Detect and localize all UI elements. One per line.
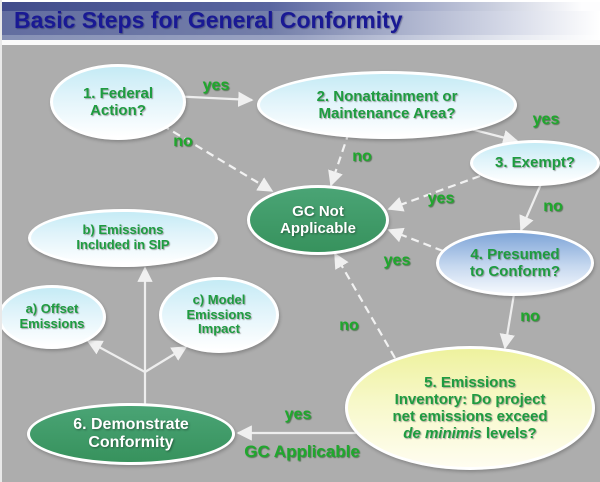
- node-offset-line1: a) Offset: [25, 301, 79, 317]
- node-model-line3: Impact: [198, 321, 240, 337]
- edge-3-to-4: [519, 183, 543, 232]
- node-emissions-inventory-levels: levels?: [481, 425, 537, 443]
- node-offset-line2: Emissions: [19, 316, 85, 331]
- node-offset-emissions: a) Offset Emissions: [0, 285, 106, 349]
- node-gc-not-applicable: GC Not Applicable: [247, 185, 389, 255]
- node-gc-not-applicable-line1: GC Not: [292, 202, 344, 220]
- node-presumed-line1: 4. Presumed: [470, 245, 560, 263]
- node-emissions-inventory-line2: Inventory: Do project: [394, 390, 546, 408]
- edge-4-to-gc: [387, 227, 444, 253]
- node-model-line2: Emissions: [186, 306, 252, 322]
- node-sip-line1: b) Emissions: [82, 222, 164, 238]
- slide-left-border: [0, 0, 2, 482]
- label-gc-applicable: GC Applicable: [244, 442, 360, 461]
- node-federal-action-line1: 1. Federal: [82, 84, 154, 102]
- header-strip-bottom: [0, 35, 600, 40]
- edge-6-to-a: [86, 340, 146, 373]
- node-nonattainment-line2: Maintenance Area?: [318, 105, 456, 122]
- node-nonattainment-area: 2. Nonattainment or Maintenance Area?: [257, 71, 517, 139]
- slide-top-border: [0, 0, 600, 2]
- node-sip-line2: Included in SIP: [76, 237, 170, 252]
- edge-6-to-c: [144, 346, 188, 373]
- label-yes-2-3: yes: [532, 111, 560, 128]
- slide-title: Basic Steps for General Conformity: [14, 7, 403, 33]
- node-presumed-to-conform: 4. Presumed to Conform?: [436, 230, 594, 296]
- edge-4-to-5: [499, 293, 516, 350]
- node-emissions-inventory-line3: net emissions exceed: [392, 408, 548, 425]
- node-model-emissions: c) Model Emissions Impact: [159, 277, 279, 353]
- node-demonstrate-line1: 6. Demonstrate: [73, 415, 189, 433]
- node-demonstrate-line2: Conformity: [88, 434, 174, 451]
- label-no-2-gc: no: [352, 148, 372, 165]
- node-exempt: 3. Exempt?: [470, 140, 600, 186]
- header-strip-mid: [0, 11, 600, 35]
- label-no-1-gc: no: [173, 133, 193, 150]
- edge-5-to-gc: [334, 252, 396, 359]
- label-no-5-gc: no: [339, 317, 359, 334]
- label-no-4-5: no: [520, 308, 540, 325]
- edge-1-to-gc: [161, 124, 274, 192]
- label-yes-5-6: yes: [284, 406, 312, 423]
- label-yes-3-gc: yes: [427, 190, 455, 207]
- header-band: [0, 2, 600, 40]
- node-emissions-inventory-line1: 5. Emissions: [424, 373, 516, 391]
- node-federal-action: 1. Federal Action?: [50, 64, 186, 140]
- label-no-3-4: no: [543, 198, 563, 215]
- node-model-line1: c) Model: [192, 291, 246, 307]
- header-gap: [0, 40, 600, 45]
- header-strip-top: [0, 2, 600, 11]
- node-exempt-line1: 3. Exempt?: [494, 154, 576, 172]
- edge-2-to-gc: [328, 131, 351, 187]
- node-emissions-inventory-de-minimis: de minimis: [403, 425, 482, 443]
- node-emissions-in-sip: b) Emissions Included in SIP: [28, 209, 218, 267]
- node-presumed-line2: to Conform?: [470, 263, 560, 280]
- label-yes-1-2: yes: [202, 77, 230, 94]
- node-nonattainment-line1: 2. Nonattainment or: [316, 87, 458, 105]
- node-emissions-inventory: 5. Emissions Inventory: Do project net e…: [345, 346, 595, 470]
- edge-3-to-gc: [387, 174, 481, 212]
- node-demonstrate-conformity: 6. Demonstrate Conformity: [27, 403, 235, 465]
- label-yes-4-gc: yes: [383, 252, 411, 269]
- node-gc-not-applicable-line2: Applicable: [280, 220, 356, 237]
- node-emissions-inventory-line4: de minimis levels?: [403, 425, 536, 442]
- node-federal-action-line2: Action?: [90, 102, 146, 119]
